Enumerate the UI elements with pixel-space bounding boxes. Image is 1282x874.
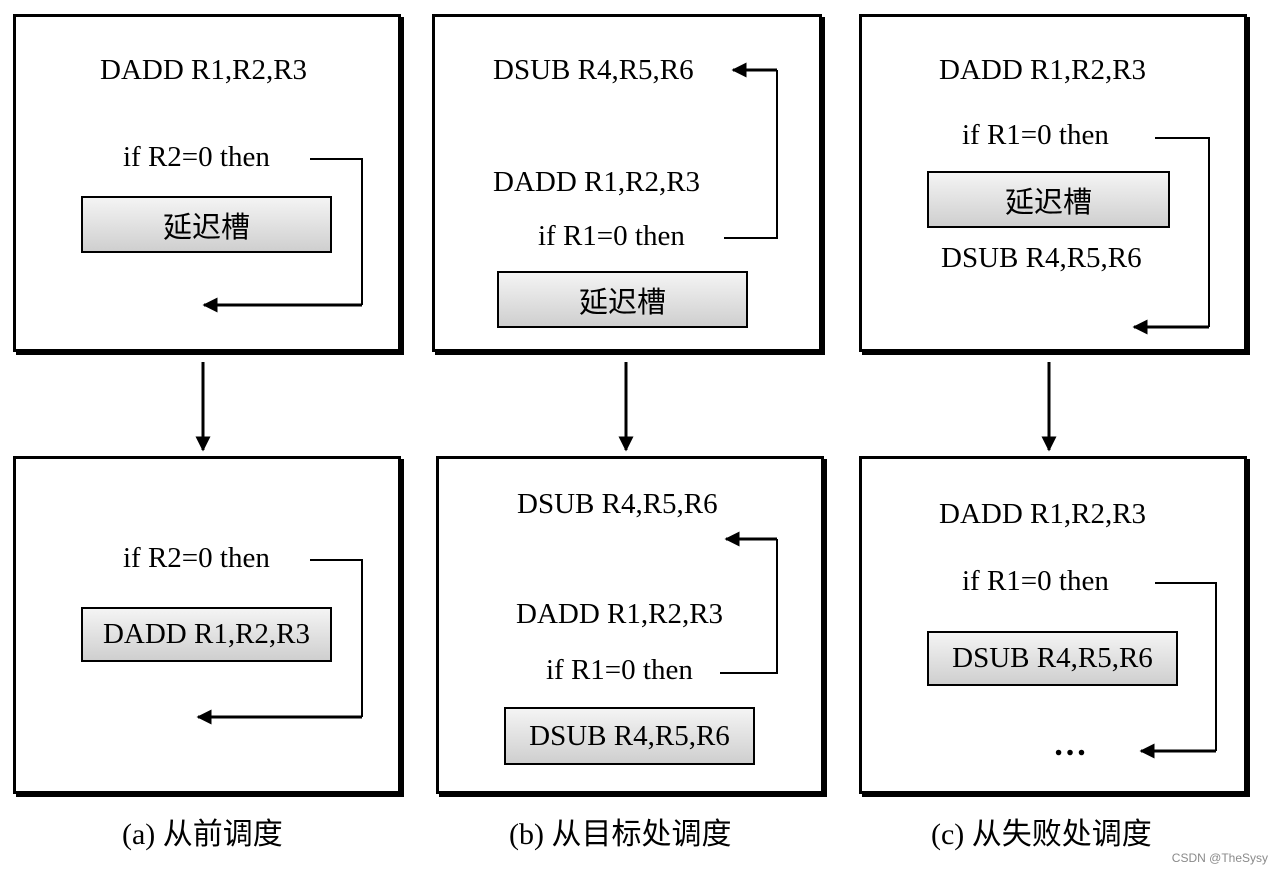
branch-condition: if R1=0 then (962, 119, 1109, 151)
branch-condition: if R1=0 then (538, 220, 685, 252)
caption-c: (c) 从失败处调度 (931, 818, 1152, 851)
instruction-dadd: DADD R1,R2,R3 (493, 166, 701, 198)
caption-b: (b) 从目标处调度 (509, 818, 732, 851)
branch-condition: if R1=0 then (962, 565, 1109, 597)
delay-slot-filled: DSUB R4,R5,R6 (927, 631, 1178, 686)
caption-a: (a) 从前调度 (122, 818, 283, 851)
branch-condition: if R2=0 then (123, 542, 270, 574)
delay-slot-filled: DADD R1,R2,R3 (81, 607, 332, 662)
branch-target-instruction: DSUB R4,R5,R6 (493, 54, 694, 86)
instruction-dadd: DADD R1,R2,R3 (100, 54, 308, 86)
branch-target-instruction: DSUB R4,R5,R6 (517, 488, 718, 520)
delay-slot: 延迟槽 (927, 171, 1170, 228)
watermark: CSDN @TheSysy (1171, 851, 1268, 865)
fallthrough-instruction: DSUB R4,R5,R6 (941, 242, 1142, 274)
branch-condition: if R1=0 then (546, 654, 693, 686)
delay-slot: 延迟槽 (81, 196, 332, 253)
delay-slot: 延迟槽 (497, 271, 748, 328)
instruction-dadd: DADD R1,R2,R3 (516, 598, 724, 630)
branch-condition: if R2=0 then (123, 141, 270, 173)
instruction-dadd: DADD R1,R2,R3 (939, 498, 1147, 530)
delay-slot-filled: DSUB R4,R5,R6 (504, 707, 755, 765)
ellipsis: … (1053, 726, 1087, 763)
instruction-dadd: DADD R1,R2,R3 (939, 54, 1147, 86)
